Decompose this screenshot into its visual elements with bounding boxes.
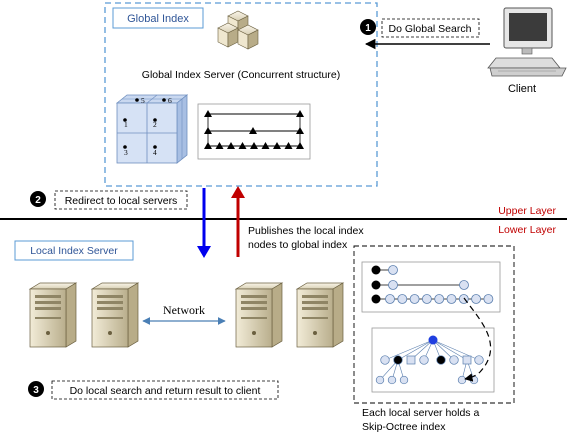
skip-octree-panel <box>353 245 515 404</box>
skip-list-node <box>261 142 270 149</box>
skip-list-node <box>227 142 235 149</box>
skip-list-node <box>204 142 212 149</box>
step-3: 3 Do local search and return result to c… <box>28 380 279 400</box>
step-3-label: Do local search and return result to cli… <box>70 385 261 397</box>
octree-tree-icon <box>375 335 484 385</box>
step-3-badge <box>28 381 44 397</box>
step-1-number: 1 <box>365 23 371 34</box>
server-tower-icon <box>90 282 140 348</box>
step-2: 2 Redirect to local servers <box>30 190 188 210</box>
cube-number-2: 2 <box>153 120 157 129</box>
skip-list-node <box>238 142 247 149</box>
skip-octree-list <box>371 265 494 304</box>
server-stack-icon <box>217 10 259 50</box>
network-label: Network <box>163 303 205 317</box>
cube-number-6: 6 <box>168 96 172 105</box>
step-1: 1 Do Global Search <box>360 18 490 50</box>
redirect-arrow <box>197 188 211 258</box>
desktop-computer-icon <box>487 7 567 77</box>
client-label: Client <box>508 83 536 95</box>
skip-list-node <box>296 142 304 149</box>
cube-number-4: 4 <box>153 148 157 157</box>
publish-label-line2: nodes to global index <box>248 239 348 251</box>
local-index-title-box <box>14 240 134 261</box>
skip-octree-caption-line2: Skip-Octree index <box>362 421 446 433</box>
step-2-number: 2 <box>35 195 41 206</box>
skip-list-node <box>250 142 258 149</box>
cube-number-5: 5 <box>141 96 145 105</box>
local-index-title: Local Index Server <box>30 245 118 257</box>
octree-cube-icon: 5 6 1 2 3 4 <box>115 94 189 164</box>
local-servers <box>28 282 345 348</box>
cube-number-3: 3 <box>124 148 128 157</box>
server-tower-icon <box>295 282 345 348</box>
step-1-label-box <box>381 18 480 38</box>
step-3-label-box <box>51 380 279 400</box>
step-3-number: 3 <box>33 385 39 396</box>
global-index-title-box <box>112 7 204 29</box>
step-2-label-box <box>54 190 188 210</box>
step-1-badge <box>360 19 376 35</box>
skip-octree-link <box>463 297 492 382</box>
skip-list-node <box>273 142 281 149</box>
publish-arrow <box>231 186 245 257</box>
skip-octree-top-box <box>361 261 501 313</box>
step-1-label: Do Global Search <box>389 23 472 35</box>
step-2-badge <box>30 191 46 207</box>
upper-layer-label: Upper Layer <box>498 205 556 217</box>
skip-list-node <box>284 142 293 149</box>
step-2-label: Redirect to local servers <box>65 195 178 207</box>
global-index-server-label: Global Index Server (Concurrent structur… <box>142 69 340 81</box>
skip-list-node <box>215 142 224 149</box>
skip-octree-caption-line1: Each local server holds a <box>362 407 479 419</box>
server-tower-icon <box>234 282 284 348</box>
global-index-panel: Global Index Global Index Server (Concur… <box>104 2 378 187</box>
server-tower-icon <box>28 282 78 348</box>
cube-number-1: 1 <box>124 120 128 129</box>
skip-list-icon <box>197 103 311 160</box>
publish-label-line1: Publishes the local index <box>248 225 364 237</box>
global-index-title: Global Index <box>127 13 189 25</box>
lower-layer-label: Lower Layer <box>498 224 556 236</box>
